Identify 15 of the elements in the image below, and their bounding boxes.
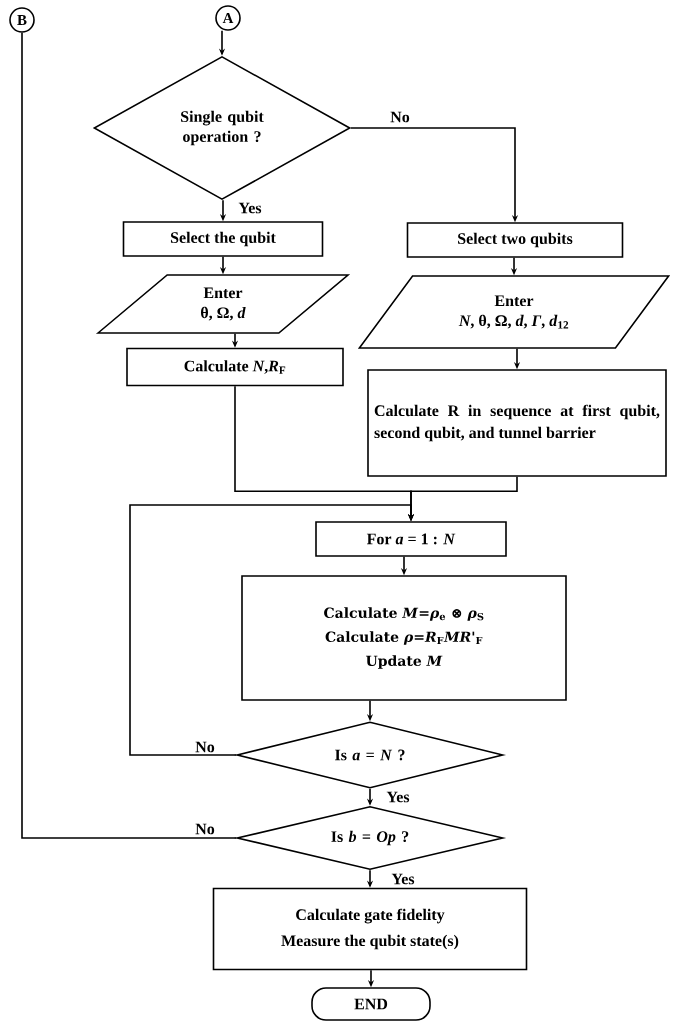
edge-label: No bbox=[194, 822, 216, 836]
edge-label: Yes bbox=[385, 790, 411, 804]
edge-label: No bbox=[389, 110, 411, 124]
process-box: Calculate M=ρ$_{e}$ ⊗ ρ$_{S}$ Calculate ρ=R$_{F}$MR'$_{F}$ Update M bbox=[241, 575, 567, 701]
process-box: Calculate R in sequence at first qubit, second qubit, and tunnel barrier bbox=[367, 369, 667, 477]
arrow bbox=[129, 504, 415, 756]
edge-label: Yes bbox=[390, 872, 416, 886]
terminator: END bbox=[311, 987, 431, 1021]
edge-label: Yes bbox=[237, 201, 263, 215]
edge-label: No bbox=[194, 740, 216, 754]
process-box: Calculate N,R$_{F}$ bbox=[126, 347, 344, 387]
process-box: Select the qubit bbox=[122, 221, 324, 257]
process-box: Select two qubits bbox=[406, 222, 624, 258]
process-box: For a = 1 : N bbox=[315, 521, 507, 557]
process-box: Calculate gate fidelity Measure the qubit state(s) bbox=[212, 887, 528, 971]
